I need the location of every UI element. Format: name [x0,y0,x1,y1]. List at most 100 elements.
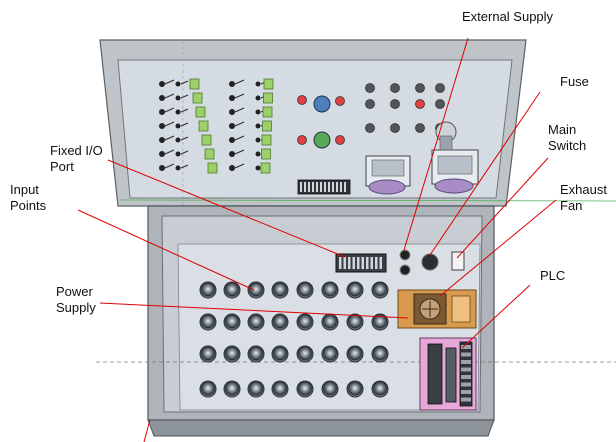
input-terminal-icon [371,313,389,331]
input-terminal-icon [192,92,203,104]
input-terminal-icon [223,345,241,363]
switch-icon [255,151,261,157]
switch-icon [229,95,235,101]
input-terminal-icon [195,106,206,118]
lamp-icon [435,83,445,93]
lamp-icon [335,96,345,106]
switch-icon [255,137,261,143]
lamp-icon [390,99,400,109]
leader-input-points [77,209,255,291]
input-terminal-icon [199,313,217,331]
input-terminal-icon [321,345,339,363]
switch-icon [229,109,235,115]
power-supply-unit [397,289,477,329]
label-external-supply: External Supply [462,9,554,24]
switch-icon [255,95,261,101]
leader-lines [77,37,557,442]
lid-terminal-strip [297,179,351,195]
leader-bottom [143,419,151,442]
input-terminal-icon [198,120,209,132]
input-terminal-icon [223,281,241,299]
label-fuse: Fuse [560,74,589,89]
guide-line [119,199,616,202]
input-terminal-icon [223,313,241,331]
main-switch [421,253,439,271]
leader-exhaust-fan [439,199,557,297]
switch-icon [229,165,235,171]
input-terminal-icon [346,380,364,398]
input-terminal-icon [263,92,273,104]
label-plc: PLC [540,268,566,283]
input-terminal-icon [271,281,289,299]
label-main-switch: Main Switch [548,122,587,153]
input-terminal-icon [260,162,271,174]
input-terminal-icon [199,380,217,398]
lamp-icon [365,123,375,133]
fixed-io-port [335,253,387,273]
lid-relay-right [431,121,479,194]
leader-plc [461,284,531,349]
switch-icon [159,137,165,143]
input-terminal-icon [296,281,314,299]
exhaust-fan [451,251,465,271]
lamp-icon [297,95,307,105]
switch-icon [175,81,181,87]
switch-icon [159,95,165,101]
switch-icon [255,109,261,115]
switch-icon [229,123,235,129]
switch-icon [229,151,235,157]
lamp-icon [390,83,400,93]
input-terminal-icon [371,345,389,363]
input-terminal-icon [247,380,265,398]
lid-switch-rows [159,78,274,174]
switch-icon [159,81,165,87]
leader-main-switch [456,157,549,259]
switch-icon [175,123,181,129]
input-terminal-icon [271,313,289,331]
label-exhaust-fan: Exhaust Fan [560,182,607,213]
input-terminal-icon [321,281,339,299]
lid-indicator-lamps [297,83,445,149]
label-fixed-io-port: Fixed I/O Port [50,143,103,174]
input-terminal-icon [201,134,212,146]
input-terminal-icon [296,380,314,398]
switch-icon [159,151,165,157]
label-input-points: Input Points [10,182,47,213]
input-terminal-icon [321,380,339,398]
switch-icon [229,137,235,143]
lamp-icon [415,123,425,133]
switch-icon [159,109,165,115]
leader-fuse [429,91,541,256]
lamp-icon [435,99,445,109]
input-terminal-icon [247,345,265,363]
input-terminal-icon [204,148,215,160]
switch-icon [229,81,235,87]
input-terminal-icon [261,134,272,146]
input-terminal-icon [223,380,241,398]
lamp-icon [390,123,400,133]
input-points-grid [199,281,389,398]
switch-icon [175,151,181,157]
external-supply-socket [399,249,411,276]
switch-icon [255,123,261,129]
input-terminal-icon [321,313,339,331]
lamp-icon [365,83,375,93]
input-terminal-icon [247,313,265,331]
input-terminal-icon [346,313,364,331]
lamp-icon [365,99,375,109]
input-terminal-icon [296,313,314,331]
switch-icon [159,123,165,129]
input-terminal-icon [371,281,389,299]
switch-icon [175,137,181,143]
input-terminal-icon [247,281,265,299]
input-terminal-icon [262,106,273,118]
input-terminal-icon [199,281,217,299]
input-terminal-icon [346,281,364,299]
label-power-supply: Power Supply [56,284,96,315]
lamp-icon [415,83,425,93]
lamp-icon [297,135,307,145]
input-terminal-icon [263,78,274,90]
input-terminal-icon [261,148,271,160]
input-terminal-icon [199,345,217,363]
